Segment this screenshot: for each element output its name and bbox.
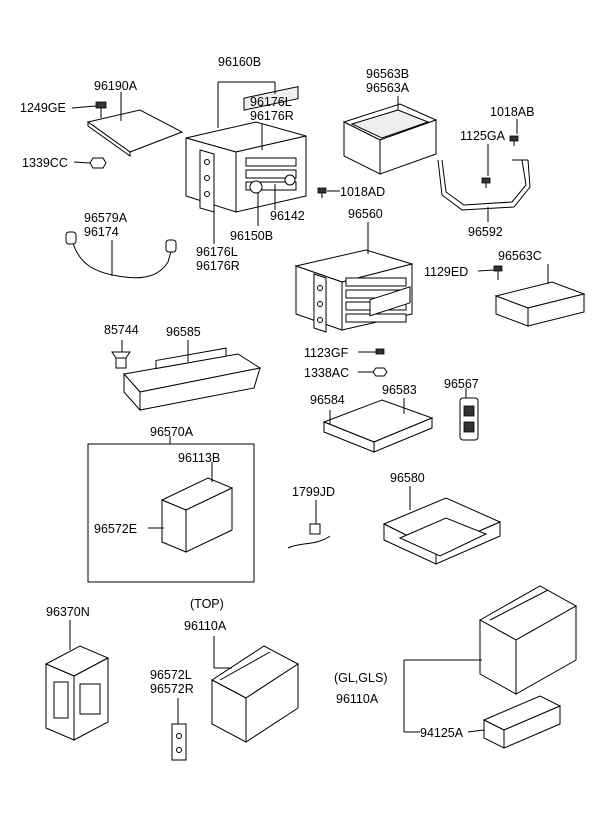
panel-96585 (123, 347, 262, 412)
nut-1338ac (372, 367, 388, 377)
label-85744: 85744 (104, 323, 139, 337)
label-96174: 96174 (84, 225, 119, 239)
unit-96110a-top (211, 645, 299, 743)
label-96585: 96585 (166, 325, 201, 339)
label-96176r-top: 96176R (250, 109, 294, 123)
head-unit-96160b (185, 86, 307, 213)
label-top: (TOP) (190, 597, 224, 611)
bracket-96584 (322, 286, 434, 453)
label-96572l: 96572L (150, 668, 192, 682)
label-96176l-bottom: 96176L (196, 245, 238, 259)
clip-85744 (111, 351, 131, 369)
module-96563c (494, 281, 586, 327)
head-unit-96560 (294, 249, 414, 333)
amplifier-96370n (44, 645, 110, 741)
label-96572e: 96572E (94, 522, 137, 536)
label-1129ed: 1129ED (424, 265, 468, 279)
label-96592: 96592 (468, 225, 503, 239)
label-96370n: 96370N (46, 605, 90, 619)
label-96150b: 96150B (230, 229, 273, 243)
label-1018ad: 1018AD (340, 185, 385, 199)
label-96570a: 96570A (150, 425, 194, 439)
module-96113b (160, 477, 234, 553)
label-96567: 96567 (444, 377, 479, 391)
assembly-box-96570a (87, 443, 255, 583)
switch-96567 (459, 397, 479, 441)
label-96563a: 96563A (366, 81, 410, 95)
label-96563c: 96563C (498, 249, 542, 263)
label-gl-gls: (GL,GLS) (334, 671, 388, 685)
nut-1339cc (89, 157, 107, 169)
label-96190a: 96190A (94, 79, 138, 93)
label-1799jd: 1799JD (292, 485, 335, 499)
label-96560: 96560 (348, 207, 383, 221)
label-96580: 96580 (390, 471, 425, 485)
label-96572r: 96572R (150, 682, 194, 696)
label-96160b: 96160B (218, 55, 261, 69)
screw-1249ge (95, 101, 107, 118)
bezel-96563 (342, 103, 438, 175)
label-96142: 96142 (270, 209, 305, 223)
bracket-96572l (171, 723, 187, 761)
label-96584: 96584 (310, 393, 345, 407)
label-96113b: 96113B (178, 451, 220, 465)
label-1125ga: 1125GA (460, 129, 506, 143)
label-1339cc: 1339CC (22, 156, 68, 170)
screw-1123gf (375, 348, 385, 355)
label-96176l-top: 96176L (250, 95, 292, 109)
label-96176r-bottom: 96176R (196, 259, 240, 273)
label-96563b: 96563B (366, 67, 409, 81)
bracket-96592 (437, 159, 531, 211)
label-1249ge: 1249GE (20, 101, 66, 115)
label-96110a-gl: 96110A (336, 692, 379, 706)
screw-1018ad (317, 187, 327, 198)
antenna-cable-96579a (65, 231, 177, 279)
screw-1018ab (509, 135, 519, 146)
bracket-96580 (382, 497, 502, 565)
unit-96110a-gl (478, 585, 578, 695)
bracket-94125a (482, 695, 562, 749)
label-96110a-top: 96110A (184, 619, 227, 633)
screw-1129ed (493, 265, 503, 280)
label-1123gf: 1123GF (304, 346, 349, 360)
label-1338ac: 1338AC (304, 366, 349, 380)
screw-1125ga (481, 177, 491, 188)
label-96583: 96583 (382, 383, 417, 397)
label-94125a: 94125A (420, 726, 464, 740)
cover-plate-96190a (86, 109, 184, 157)
connector-1799jd (287, 523, 331, 549)
label-1018ab: 1018AB (490, 105, 534, 119)
label-96579a: 96579A (84, 211, 128, 225)
